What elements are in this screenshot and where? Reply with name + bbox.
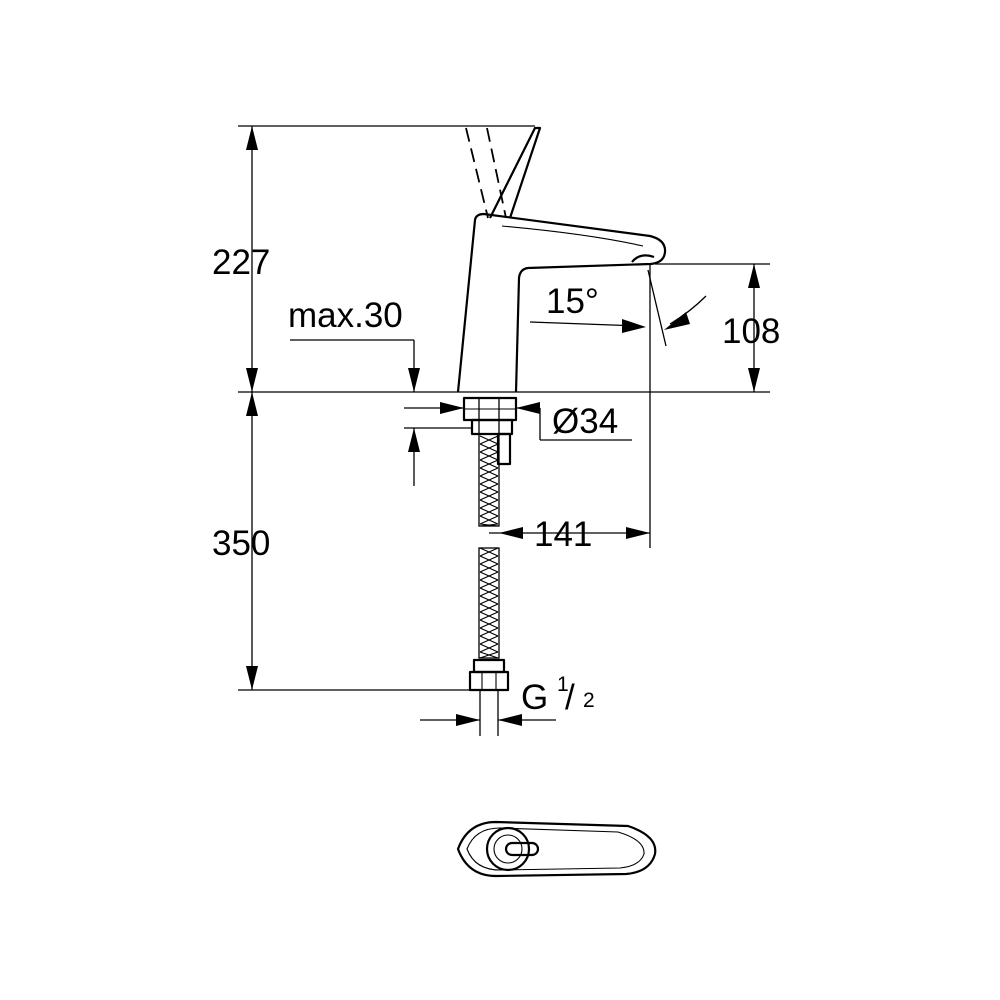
faucet-body (456, 212, 667, 393)
dimension-227: 227 (212, 243, 270, 282)
lever-closed (489, 126, 542, 219)
dimension-max30: max.30 (288, 296, 403, 335)
thread-letter: G (521, 678, 548, 717)
hose-nut (468, 670, 510, 692)
dimension-angle-15: 15° (546, 282, 599, 321)
nut (470, 418, 514, 436)
thread-numerator: 1 (557, 673, 569, 696)
threaded-stud (496, 432, 512, 466)
dimension-141: 141 (534, 515, 592, 554)
hose-connector-top (472, 658, 506, 674)
dimension-108: 108 (722, 312, 780, 351)
aerator (631, 254, 655, 263)
mounting-assembly (462, 396, 518, 736)
hose-lower (478, 547, 500, 659)
lever-open-dashed (465, 127, 507, 219)
spout-highlight (501, 225, 644, 247)
dimension-diameter-34: Ø34 (552, 402, 618, 441)
faucet-side-view (456, 126, 667, 393)
faucet-top-view (456, 820, 657, 878)
thread-slash: / (565, 678, 575, 717)
thread-denominator: 2 (583, 689, 595, 712)
hose-upper (478, 397, 500, 527)
dimension-350: 350 (212, 524, 270, 563)
